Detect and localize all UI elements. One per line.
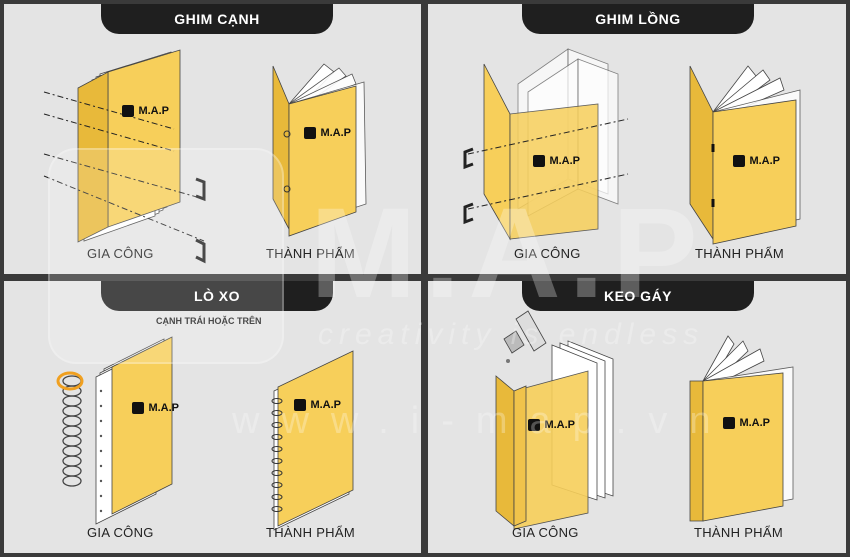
book-logo-text: M.A.P — [749, 154, 781, 167]
finished-book — [271, 350, 354, 531]
book-logo: M.A.P — [132, 399, 179, 417]
book-logo-finished: M.A.P — [733, 152, 780, 170]
caption-thanh-pham: THÀNH PHẨM — [694, 525, 783, 540]
panel-ghim-canh: GHIM CẠNH — [4, 4, 421, 274]
book-logo: M.A.P — [528, 416, 575, 434]
panel-title: GHIM CẠNH — [101, 4, 333, 34]
front-cover — [111, 336, 173, 515]
punch-holes — [99, 389, 103, 513]
finished-book — [689, 65, 801, 245]
panel-lo-xo: LÒ XO CẠNH TRÁI HOẶC TRÊN — [4, 281, 421, 553]
panel-title: GHIM LỒNG — [522, 4, 754, 34]
book-logo-text: M.A.P — [549, 154, 581, 167]
panel-title: LÒ XO — [101, 281, 333, 311]
panel-keo-gay: KEO GÁY M.A.P M.A — [428, 281, 846, 553]
caption-gia-cong: GIA CÔNG — [87, 525, 154, 540]
spiral-coil — [56, 371, 84, 487]
saddle-stitch-illustration — [463, 48, 801, 245]
caption-thanh-pham: THÀNH PHẨM — [695, 246, 784, 261]
book-logo-text: M.A.P — [320, 126, 352, 139]
book-logo-text: M.A.P — [138, 104, 170, 117]
spiral-binding-illustration — [56, 336, 354, 531]
staple-icon — [463, 147, 474, 225]
book-logo-text: M.A.P — [739, 416, 771, 429]
perfect-binding-illustration — [495, 310, 794, 530]
front-cover — [77, 49, 181, 243]
side-stitch-illustration — [43, 49, 367, 264]
glue-bottle-icon — [503, 310, 547, 363]
book-logo-text: M.A.P — [148, 401, 180, 414]
panel-ghim-long: GHIM LỒNG — [428, 4, 846, 274]
staple-icon — [195, 177, 206, 264]
book-logo-finished: M.A.P — [294, 396, 341, 414]
finished-book — [272, 63, 367, 237]
cover-open — [495, 370, 589, 530]
book-logo-text: M.A.P — [310, 398, 342, 411]
panel-subtitle: CẠNH TRÁI HOẶC TRÊN — [156, 316, 262, 326]
panel-title: KEO GÁY — [522, 281, 754, 311]
caption-gia-cong: GIA CÔNG — [87, 246, 154, 261]
caption-gia-cong: GIA CÔNG — [512, 525, 579, 540]
caption-thanh-pham: THÀNH PHẨM — [266, 246, 355, 261]
cover-open — [483, 63, 599, 241]
book-logo-finished: M.A.P — [304, 124, 351, 142]
staple-guide-lines — [43, 91, 205, 242]
book-logo-finished: M.A.P — [723, 414, 770, 432]
book-logo: M.A.P — [533, 152, 580, 170]
finished-book — [689, 335, 794, 522]
caption-thanh-pham: THÀNH PHẨM — [266, 525, 355, 540]
staple-guide-lines — [467, 118, 629, 210]
caption-gia-cong: GIA CÔNG — [514, 246, 581, 261]
book-logo: M.A.P — [122, 102, 169, 120]
book-logo-text: M.A.P — [544, 418, 576, 431]
